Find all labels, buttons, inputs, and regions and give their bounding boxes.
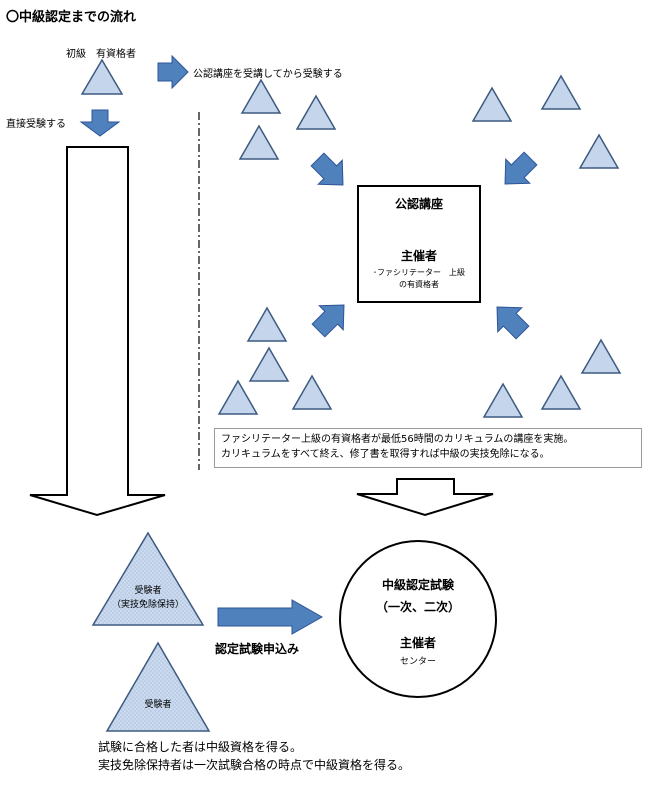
shokyu-holder-label: 初級 有資格者 [66,49,136,60]
arrow-direct-down-icon [79,109,121,137]
participant-triangle-icon [246,306,288,342]
participant-triangle-icon [238,124,280,160]
direct-route-label: 直接受験する [6,119,66,130]
participant-triangle-icon [217,379,259,415]
course-organizer-note: ･ファシリテーター 上級 の有資格者 [359,267,479,291]
participant-arrow-bottom-right-icon [496,306,530,340]
page-title: 〇中級認定までの流れ [6,10,137,25]
participant-triangle-icon [580,338,622,374]
result-line1: 試験に合格した者は中級資格を得る。 [98,740,303,754]
candidate-label: 受験者 [144,700,172,710]
course-info-line2: カリキュラムをすべて終え、修了書を取得すれば中級の実技免除になる。 [221,449,550,460]
participant-triangle-icon [295,94,337,130]
course-box: 公認講座 主催者 ･ファシリテーター 上級 の有資格者 [357,185,481,303]
course-organizer-note-line2: の有資格者 [399,280,439,289]
candidate-triangle-icon [105,641,211,732]
course-box-title: 公認講座 [394,197,443,211]
participant-triangle-icon [291,374,333,410]
course-organizer-note-line1: ･ファシリテーター 上級 [373,268,465,277]
result-line2: 実技免除保持者は一次試験合格の時点で中級資格を得る。 [98,758,411,772]
exam-organizer-heading: 主催者 [399,636,436,650]
result-note: 試験に合格した者は中級資格を得る。 実技免除保持者は一次試験合格の時点で中級資格… [98,738,410,774]
apply-label: 認定試験申込み [215,642,300,656]
course-organizer-heading: 主催者 [400,249,437,263]
participant-triangle-icon [248,346,290,382]
participant-triangle-icon [471,86,513,122]
participant-triangle-icon [482,382,524,418]
exam-stages: （一次、二次） [375,600,460,614]
exam-circle: 中級認定試験 （一次、二次） 主催者 センター [339,540,497,698]
participant-triangle-icon [540,374,582,410]
participant-triangle-icon [540,74,582,110]
direct-route-long-arrow-icon [29,146,166,517]
shokyu-holder-triangle-icon [80,58,124,95]
exam-title: 中級認定試験 [381,578,454,592]
course-info-box: ファシリテーター上級の有資格者が最低56時間のカリキュラムの講座を実施。 カリキ… [214,428,642,468]
participant-arrow-top-right-icon [504,151,538,185]
apply-arrow-icon [217,599,324,635]
exempt-candidate-sublabel: （実技免除保持） [111,600,185,610]
course-info-line1: ファシリテーター上級の有資格者が最低56時間のカリキュラムの講座を実施。 [221,434,574,445]
participant-arrow-top-left-icon [310,152,344,186]
participant-arrow-bottom-left-icon [311,304,345,338]
exam-organizer-center: センター [399,657,436,667]
course-route-label: 公認講座を受講してから受験する [193,69,343,80]
course-to-exam-arrow-icon [356,478,494,517]
participant-triangle-icon [578,133,620,169]
exempt-candidate-label: 受験者 [134,586,162,596]
participant-triangle-icon [240,78,282,114]
arrow-to-course-icon [157,54,189,90]
exempt-candidate-triangle-icon [91,531,205,626]
